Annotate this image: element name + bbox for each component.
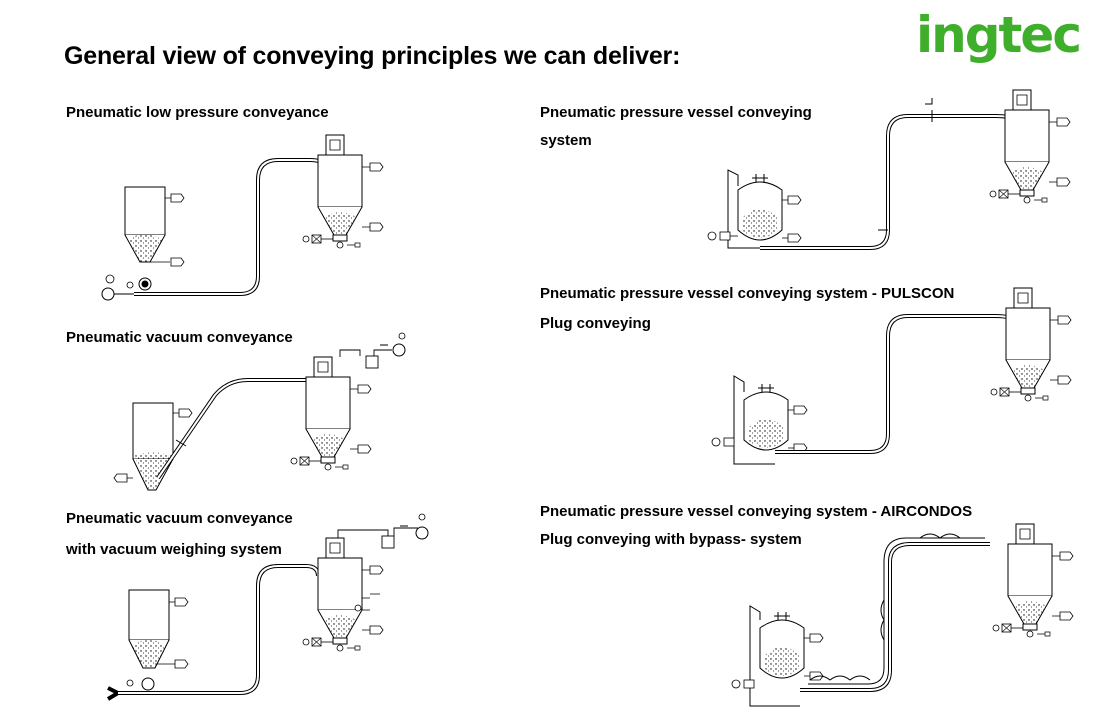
label-pulscon-2: Plug conveying xyxy=(540,315,651,332)
diagram-vacuum xyxy=(113,332,406,491)
label-pressure-vessel-1: Pneumatic pressure vessel conveying xyxy=(540,104,812,121)
label-pressure-vessel-2: system xyxy=(540,132,592,149)
label-low-pressure: Pneumatic low pressure conveyance xyxy=(66,104,329,121)
diagram-aircondos xyxy=(731,523,1074,707)
label-pulscon-1: Pneumatic pressure vessel conveying syst… xyxy=(540,285,955,302)
label-vacuum-weighing-1: Pneumatic vacuum conveyance xyxy=(66,510,293,527)
ingtec-logo: ingtec xyxy=(916,6,1082,64)
label-aircondos-2: Plug conveying with bypass- system xyxy=(540,531,802,548)
label-vacuum-weighing-2: with vacuum weighing system xyxy=(66,541,282,558)
label-vacuum: Pneumatic vacuum conveyance xyxy=(66,329,293,346)
diagram-pressure-vessel xyxy=(707,89,1071,250)
diagram-low-pressure xyxy=(101,134,384,301)
diagram-pulscon xyxy=(711,287,1072,465)
diagram-vacuum-weighing xyxy=(106,513,429,701)
page-title: General view of conveying principles we … xyxy=(64,42,681,70)
label-aircondos-1: Pneumatic pressure vessel conveying syst… xyxy=(540,503,973,520)
